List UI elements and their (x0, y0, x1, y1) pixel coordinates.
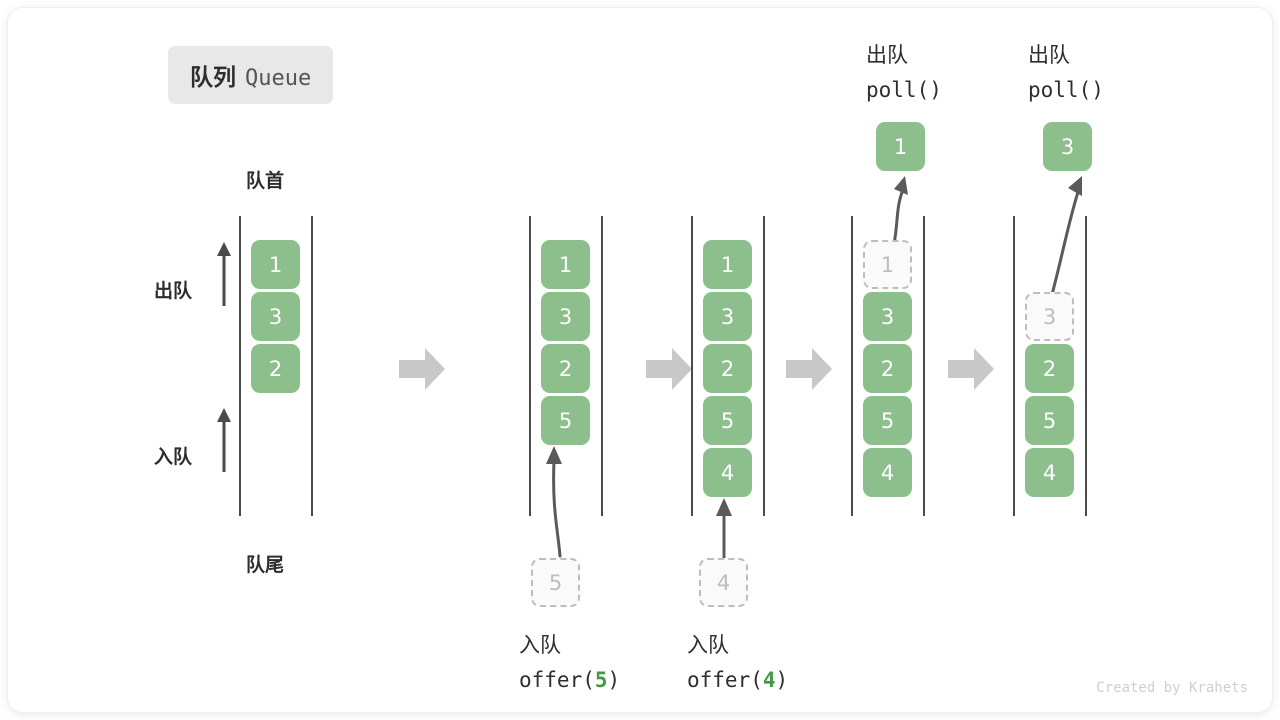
title-english: Queue (245, 66, 312, 91)
offer-4-ghost-cell: 4 (699, 558, 748, 607)
step-arrow-icon (786, 348, 832, 390)
queue-cell: 1 (251, 240, 300, 289)
offer-4-caption-fn: offer(4) (687, 667, 789, 692)
queue-rail-right (763, 216, 765, 516)
queue-cell: 2 (1025, 344, 1074, 393)
queue-rail-right (1085, 216, 1087, 516)
queue-rail-right (923, 216, 925, 516)
queue-rail-right (311, 216, 313, 516)
queue-cell: 1 (541, 240, 590, 289)
offer-5-caption-fn: offer(5) (519, 667, 621, 692)
diagram-card: 队列 Queue 队首 队尾 出队 入队 1 3 2 1 3 2 5 5 入队 (8, 8, 1272, 712)
poll-1-caption-cn: 出队 (866, 43, 908, 67)
queue-rail-left (1013, 216, 1015, 516)
poll-3-caption: 出队 poll() (1028, 38, 1104, 107)
step-arrow-icon (948, 348, 994, 390)
dequeue-direction-label: 出队 (154, 280, 193, 302)
queue-tail-label: 队尾 (246, 554, 285, 576)
poll-1-output-cell: 1 (876, 122, 925, 171)
step-arrow-icon (646, 348, 692, 390)
queue-cell: 2 (863, 344, 912, 393)
queue-cell: 3 (251, 292, 300, 341)
queue-head-label: 队首 (246, 170, 285, 192)
offer-5-ghost-cell: 5 (531, 558, 580, 607)
step-arrow-icon (399, 348, 445, 390)
queue-cell: 3 (541, 292, 590, 341)
enqueue-direction-arrow (217, 408, 231, 472)
queue-rail-left (851, 216, 853, 516)
queue-rail-left (529, 216, 531, 516)
queue-cell: 5 (1025, 396, 1074, 445)
dequeue-direction-arrow (217, 242, 231, 306)
queue-cell: 3 (703, 292, 752, 341)
queue-rail-right (601, 216, 603, 516)
offer-5-caption-cn: 入队 (519, 633, 561, 657)
queue-cell: 3 (863, 292, 912, 341)
queue-cell: 2 (541, 344, 590, 393)
queue-cell: 4 (863, 448, 912, 497)
queue-rail-left (239, 216, 241, 516)
queue-cell: 1 (703, 240, 752, 289)
poll-1-caption-fn: poll() (866, 77, 942, 102)
offer-5-arrow (546, 446, 562, 558)
queue-cell: 5 (541, 396, 590, 445)
queue-rail-left (691, 216, 693, 516)
queue-cell: 4 (1025, 448, 1074, 497)
poll-3-caption-cn: 出队 (1028, 43, 1070, 67)
queue-cell-removed: 3 (1025, 292, 1074, 341)
queue-cell-removed: 1 (863, 240, 912, 289)
poll-3-arrow (1049, 176, 1082, 300)
title-chinese: 队列 (190, 65, 236, 91)
poll-1-arrow (892, 176, 908, 246)
diagram-title-badge: 队列 Queue (168, 46, 334, 104)
poll-3-caption-fn: poll() (1028, 77, 1104, 102)
offer-4-arrow (716, 498, 732, 560)
poll-1-caption: 出队 poll() (866, 38, 942, 107)
poll-3-output-cell: 3 (1043, 122, 1092, 171)
queue-cell: 4 (703, 448, 752, 497)
queue-cell: 5 (703, 396, 752, 445)
queue-cell: 2 (703, 344, 752, 393)
enqueue-direction-label: 入队 (154, 446, 193, 468)
queue-cell: 2 (251, 344, 300, 393)
offer-4-caption-cn: 入队 (687, 633, 729, 657)
credit-text: Created by Krahets (1096, 680, 1248, 696)
offer-5-caption: 入队 offer(5) (519, 628, 620, 697)
queue-cell: 5 (863, 396, 912, 445)
offer-4-caption: 入队 offer(4) (687, 628, 788, 697)
